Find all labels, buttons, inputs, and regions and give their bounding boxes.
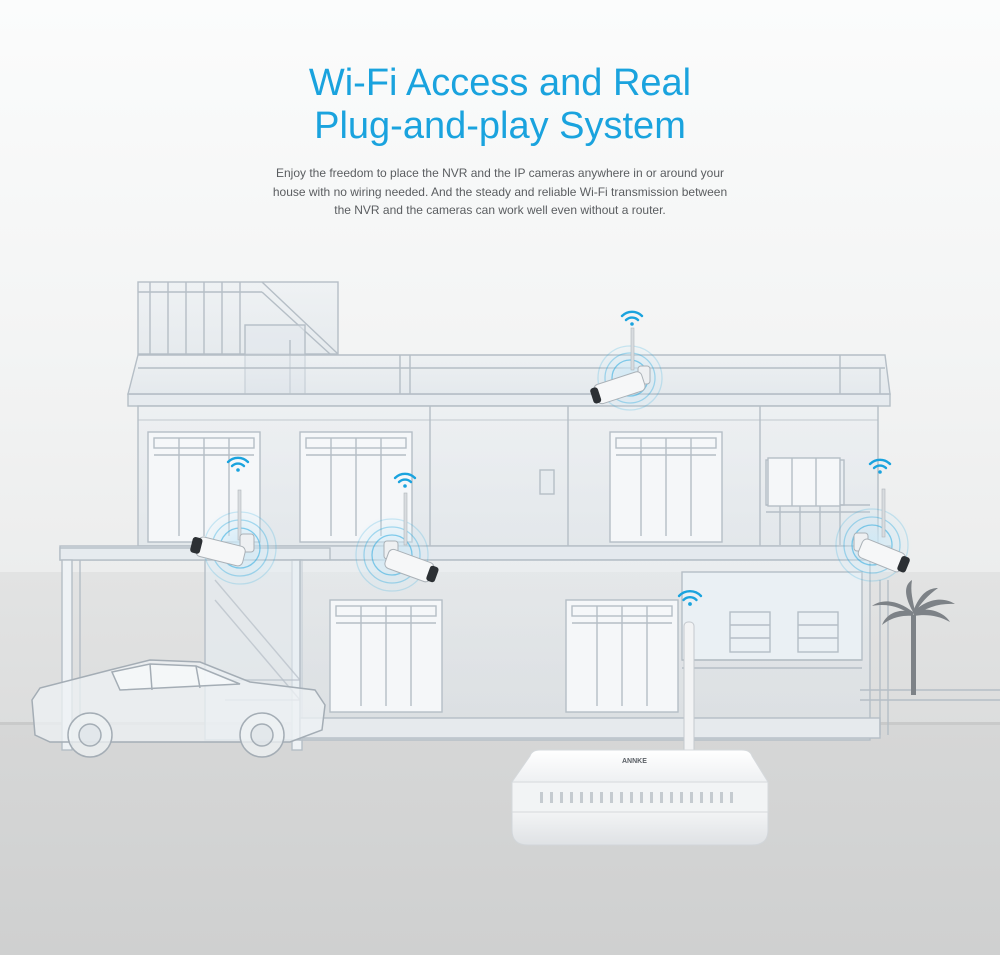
title-line-1: Wi-Fi Access and Real: [308, 62, 692, 104]
nvr-brand: ANNKE: [622, 758, 647, 765]
nvr-icon: ANNKE: [511, 621, 769, 846]
camera-middle: [352, 492, 439, 595]
garden-fence: [860, 580, 1000, 735]
page-title: Wi-Fi Access and Real Plug-and-play Syst…: [0, 62, 1000, 148]
roof-slab: [127, 354, 891, 407]
lower-windows: [329, 599, 679, 713]
description: Enjoy the freedom to place the NVR and t…: [200, 164, 800, 220]
description-line-3: the NVR and the cameras can work well ev…: [334, 203, 666, 217]
camera-left: [190, 489, 280, 588]
palm-tree-icon: [872, 580, 955, 695]
vent-slots: [540, 792, 733, 803]
camera-top: [590, 327, 664, 412]
car-icon: [31, 659, 326, 758]
ground-front: [0, 725, 1000, 955]
upper-windows: [147, 431, 841, 543]
wifi-icon: [226, 456, 250, 472]
wifi-icon: [620, 310, 644, 326]
wifi-icon: [868, 458, 892, 474]
title-line-2: Plug-and-play System: [314, 105, 686, 147]
wifi-icon: [393, 472, 417, 488]
description-line-2: house with no wiring needed. And the ste…: [272, 184, 728, 199]
wifi-icon: [677, 590, 703, 606]
camera-right: [832, 488, 912, 585]
description-line-1: Enjoy the freedom to place the NVR and t…: [275, 166, 725, 180]
